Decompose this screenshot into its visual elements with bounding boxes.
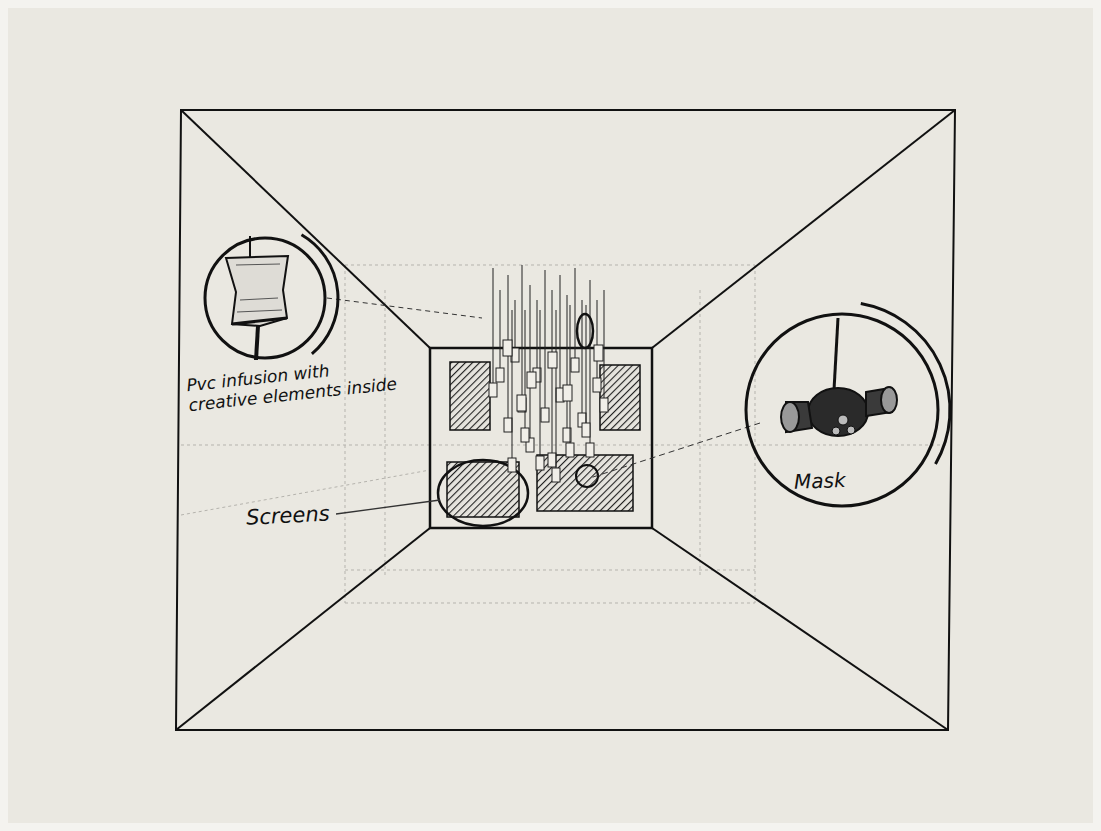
hanging-infusions bbox=[489, 265, 608, 482]
paper bbox=[8, 8, 1093, 823]
wall-screens bbox=[438, 362, 640, 526]
room-frame bbox=[176, 110, 955, 730]
leader-lines bbox=[327, 298, 760, 514]
mask-sketch bbox=[781, 318, 897, 436]
callout-arcs bbox=[302, 235, 950, 464]
callout-text: Mask bbox=[794, 466, 895, 493]
callout-circle: Mask bbox=[744, 312, 940, 508]
perspective-grid bbox=[181, 265, 948, 603]
callout-circle: Pvc infusion with creative elements insi… bbox=[203, 236, 327, 360]
circle-outline bbox=[203, 236, 327, 360]
iv-bag-sketch bbox=[226, 236, 288, 360]
